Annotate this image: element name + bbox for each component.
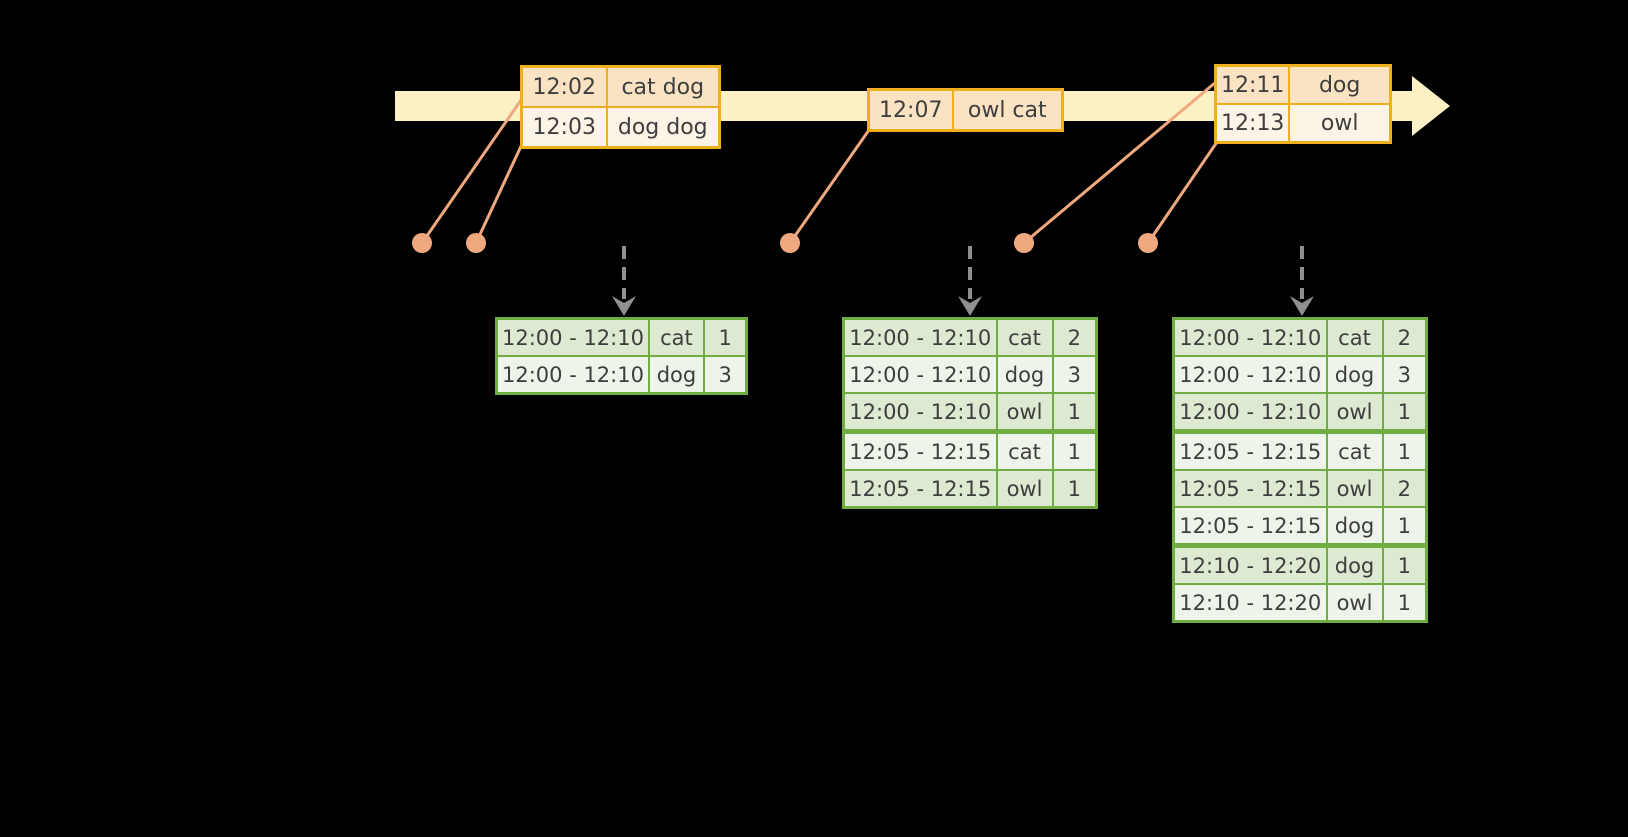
table-cell: 12:07 (867, 88, 954, 132)
table-cell: cat (1325, 429, 1384, 471)
table-cell: 12:00 - 12:10 (1172, 355, 1328, 394)
table-cell: dog (1288, 64, 1392, 105)
event-dot (412, 233, 432, 253)
table-cell: dog (1325, 543, 1384, 585)
table-cell: 12:10 - 12:20 (1172, 543, 1328, 585)
event-connector-line (1146, 141, 1219, 244)
event-dot (1138, 233, 1158, 253)
table-cell: 12:05 - 12:15 (1172, 506, 1328, 547)
trigger-arrow-icon (612, 246, 636, 316)
table-cell: 2 (1381, 469, 1428, 508)
event-connector-line (474, 141, 525, 244)
table-cell: 1 (1051, 392, 1098, 433)
table-cell: 12:00 - 12:10 (495, 317, 650, 357)
table-cell: 1 (1381, 429, 1428, 471)
table-cell: 1 (1051, 469, 1098, 509)
table-cell: owl (1325, 469, 1384, 508)
table-cell: 12:10 - 12:20 (1172, 583, 1328, 623)
table-cell: 3 (1051, 355, 1098, 394)
table-cell: 1 (1381, 583, 1428, 623)
table-cell: 12:13 (1214, 103, 1291, 144)
event-dot (466, 233, 486, 253)
table-cell: owl (995, 392, 1054, 433)
table-cell: owl (1325, 583, 1384, 623)
table-cell: dog (995, 355, 1054, 394)
table-cell: cat dog (605, 65, 721, 108)
table-cell: owl (995, 469, 1054, 509)
table-cell: cat (995, 429, 1054, 471)
table-cell: cat (1325, 317, 1384, 357)
timeline-arrowhead-icon (1412, 76, 1450, 136)
table-cell: dog (1325, 506, 1384, 547)
table-cell: 12:05 - 12:15 (1172, 469, 1328, 508)
event-connector-line (420, 99, 523, 244)
table-cell: 12:00 - 12:10 (842, 392, 998, 433)
table-cell: 3 (702, 355, 748, 395)
table-cell: 12:02 (520, 65, 608, 108)
table-cell: 12:05 - 12:15 (842, 469, 998, 509)
table-cell: owl cat (951, 88, 1064, 132)
table-cell: 12:00 - 12:10 (1172, 317, 1328, 357)
event-connector-line (788, 129, 871, 244)
trigger-arrow-icon (958, 246, 982, 316)
table-cell: 1 (1381, 543, 1428, 585)
table-cell: cat (647, 317, 705, 357)
table-cell: owl (1325, 392, 1384, 433)
table-cell: 12:00 - 12:10 (495, 355, 650, 395)
table-cell: 1 (702, 317, 748, 357)
table-cell: owl (1288, 103, 1392, 144)
table-cell: 12:00 - 12:10 (842, 355, 998, 394)
event-dot (780, 233, 800, 253)
table-cell: dog (647, 355, 705, 395)
table-cell: 3 (1381, 355, 1428, 394)
table-cell: 12:11 (1214, 64, 1291, 105)
table-cell: 12:05 - 12:15 (1172, 429, 1328, 471)
table-cell: 12:05 - 12:15 (842, 429, 998, 471)
table-cell: 12:03 (520, 106, 608, 149)
table-cell: 2 (1381, 317, 1428, 357)
table-cell: dog (1325, 355, 1384, 394)
event-dot (1014, 233, 1034, 253)
table-cell: 2 (1051, 317, 1098, 357)
table-cell: dog dog (605, 106, 721, 149)
trigger-arrow-icon (1290, 246, 1314, 316)
table-cell: cat (995, 317, 1054, 357)
table-cell: 1 (1381, 506, 1428, 547)
table-cell: 12:00 - 12:10 (1172, 392, 1328, 433)
table-cell: 1 (1381, 392, 1428, 433)
table-cell: 12:00 - 12:10 (842, 317, 998, 357)
table-cell: 1 (1051, 429, 1098, 471)
